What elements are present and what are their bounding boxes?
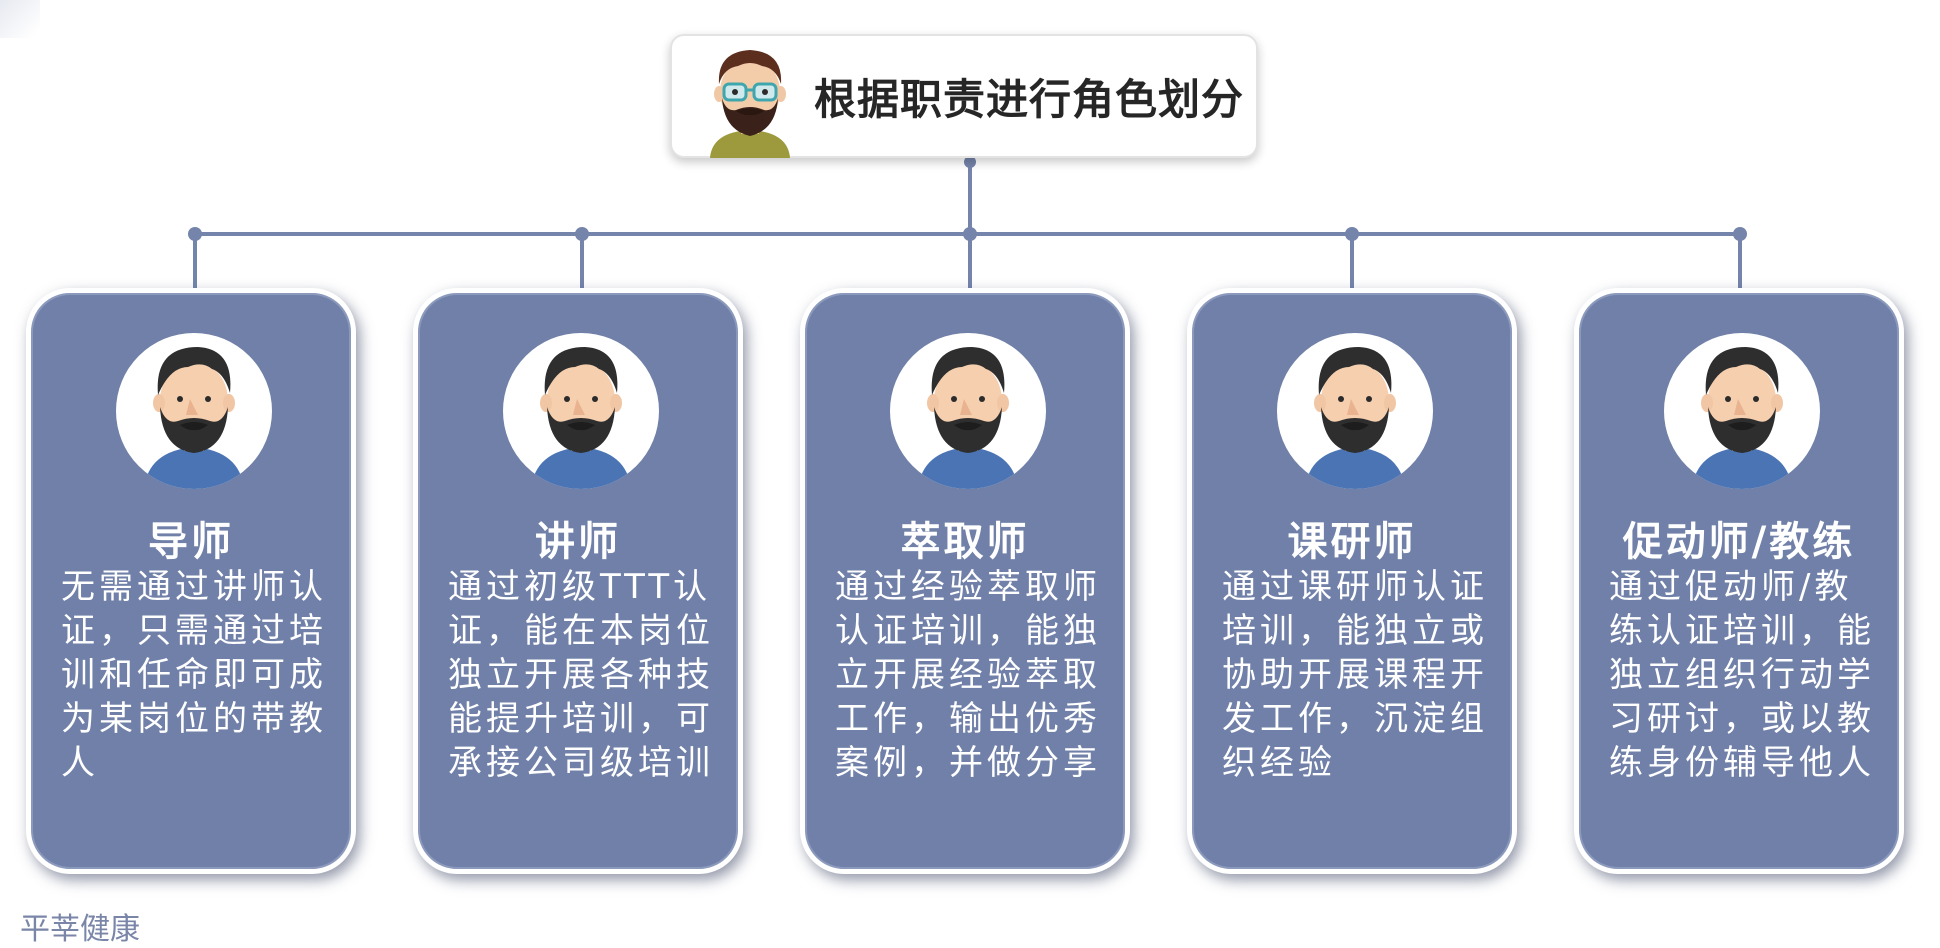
- corner-decoration: [0, 0, 40, 38]
- root-title-box: 根据职责进行角色划分: [670, 34, 1258, 158]
- role-title: 课研师: [1287, 519, 1417, 565]
- junction-dot: [963, 227, 977, 241]
- bearded-man-avatar-icon: [144, 347, 244, 489]
- bearded-man-avatar-icon: [1305, 347, 1405, 489]
- junction-dot: [964, 156, 976, 168]
- role-description: 通过经验萃取师认证培训，能独立开展经验萃取工作，输出优秀案例，并做分享: [835, 567, 1101, 783]
- role-title: 导师: [148, 519, 234, 565]
- role-card-1: 导师 无需通过讲师认证，只需通过培训和任命即可成为某岗位的带教人: [26, 288, 356, 874]
- man-with-glasses-icon: [710, 50, 790, 158]
- role-description: 通过课研师认证培训，能独立或协助开展课程开发工作，沉淀组织经验: [1222, 567, 1488, 783]
- role-description: 无需通过讲师认证，只需通过培训和任命即可成为某岗位的带教人: [61, 567, 327, 783]
- footer-brand-text: 平莘健康: [20, 912, 140, 947]
- role-title: 促动师/教练: [1622, 519, 1856, 565]
- root-title: 根据职责进行角色划分: [814, 75, 1245, 124]
- role-title: 讲师: [535, 519, 621, 565]
- avatar-circle: [503, 333, 659, 489]
- junction-dot: [575, 227, 589, 241]
- bearded-man-avatar-icon: [531, 347, 631, 489]
- avatar-circle: [890, 333, 1046, 489]
- role-description: 通过促动师/教练认证培训，能独立组织行动学习研讨，或以教练身份辅导他人: [1609, 567, 1875, 783]
- avatar-circle: [1277, 333, 1433, 489]
- connector-tree: [188, 156, 1747, 290]
- role-title: 萃取师: [900, 519, 1030, 565]
- bearded-man-avatar-icon: [1692, 347, 1792, 489]
- junction-dot: [1733, 227, 1747, 241]
- role-card-2: 讲师 通过初级TTT认证，能在本岗位独立开展各种技能提升培训，可承接公司级培训: [413, 288, 743, 874]
- junction-dot: [188, 227, 202, 241]
- role-description: 通过初级TTT认证，能在本岗位独立开展各种技能提升培训，可承接公司级培训: [448, 567, 714, 783]
- role-card-3: 萃取师 通过经验萃取师认证培训，能独立开展经验萃取工作，输出优秀案例，并做分享: [800, 288, 1130, 874]
- junction-dot: [1345, 227, 1359, 241]
- bearded-man-avatar-icon: [918, 347, 1018, 489]
- role-card-4: 课研师 通过课研师认证培训，能独立或协助开展课程开发工作，沉淀组织经验: [1187, 288, 1517, 874]
- avatar-circle: [116, 333, 272, 489]
- role-card-5: 促动师/教练 通过促动师/教练认证培训，能独立组织行动学习研讨，或以教练身份辅导…: [1574, 288, 1904, 874]
- avatar-circle: [1664, 333, 1820, 489]
